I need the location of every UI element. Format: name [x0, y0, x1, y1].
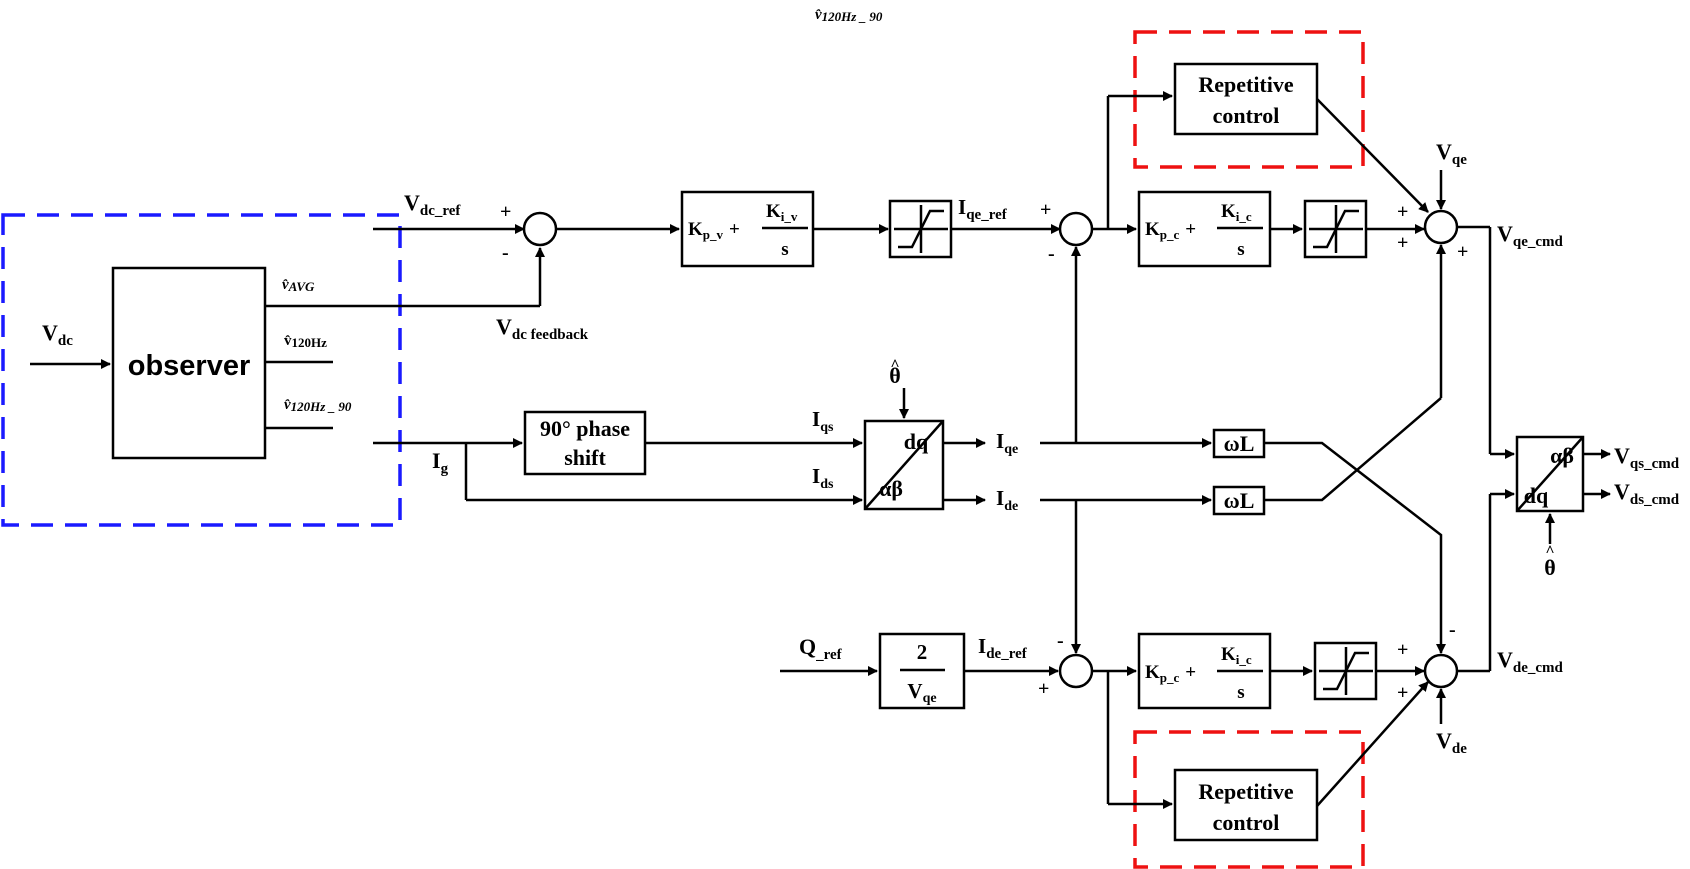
repetitive-q-group-outline: [1133, 30, 1365, 169]
ide-ref-label: Ide_ref: [978, 634, 1028, 662]
v-120hz-label: v̂120Hz: [284, 333, 327, 350]
observer-group-outline: [1, 213, 402, 527]
pi-voltage-den: s: [781, 239, 788, 260]
vdc-feedback-label: Vdc feedback: [496, 314, 589, 343]
pi-current-d-kp: Kp_c+: [1145, 662, 1196, 685]
vde-ff-label: Vde: [1436, 728, 1467, 757]
vds-cmd-label: Vds_cmd: [1614, 479, 1680, 508]
sum-q-minus: -: [1048, 243, 1055, 265]
sum1-plus: +: [500, 201, 511, 223]
repetitive-d-line2: control: [1213, 810, 1280, 835]
pi-current-d-ki: Ki_c: [1221, 644, 1252, 667]
sum-d-plus: +: [1038, 678, 1049, 700]
observer-block: [111, 266, 267, 460]
omega-l-d-label: ωL: [1224, 488, 1255, 513]
sum-vq-plus3: +: [1457, 241, 1468, 263]
pi-current-q-kp: Kp_c+: [1145, 219, 1196, 242]
pi-voltage-kp: Kp_v+: [688, 219, 740, 242]
ids-label: Ids: [812, 464, 834, 492]
phase-shift-line2: shift: [564, 445, 606, 470]
sum-vd-minus: -: [1449, 619, 1456, 641]
repetitive-control-q: [1173, 62, 1319, 136]
sum-vq-plus2: +: [1397, 232, 1408, 254]
park-dq-label: dq: [904, 429, 929, 454]
vde-cmd-label: Vde_cmd: [1497, 647, 1564, 676]
d-current-summing-junction: [1058, 653, 1094, 689]
vdc-ref-label: Vdc_ref: [404, 190, 461, 219]
vqe-ff-label: Vqe: [1436, 139, 1467, 168]
v-120hz-90-label: v̂120Hz _ 90: [284, 397, 352, 414]
ig-label: Ig: [432, 448, 449, 477]
sum-d-minus: -: [1057, 630, 1064, 652]
repetitive-control-d: [1173, 768, 1319, 842]
theta-hat-caret-bottom: ^: [1545, 543, 1554, 560]
pi-voltage-ki: Ki_v: [766, 201, 798, 224]
voltage-summing-junction: [522, 211, 558, 247]
v-avg-label: v̂AVG: [282, 277, 315, 294]
theta-hat-label-bottom: θ: [1544, 555, 1555, 580]
gain-num: 2: [917, 640, 928, 664]
pi-current-q-ki: Ki_c: [1221, 201, 1252, 224]
q-ref-label: Q_ref: [799, 634, 843, 663]
sum-vd-plus1: +: [1397, 639, 1408, 661]
vqe-cmd-label: Vqe_cmd: [1497, 221, 1564, 250]
vd-summing-junction: [1423, 653, 1459, 689]
sum-vq-plus1: +: [1397, 201, 1408, 223]
sum-vd-plus2: +: [1397, 682, 1408, 704]
sum1-minus: -: [502, 242, 509, 264]
repetitive-q-line2: control: [1213, 103, 1280, 128]
vqs-cmd-label: Vqs_cmd: [1614, 443, 1680, 472]
theta-hat-label-top: θ: [889, 363, 900, 388]
header-label: v̂120Hz _ 90: [815, 7, 883, 24]
gain-den: Vqe: [907, 679, 936, 706]
inv-park-dq-label: dq: [1524, 483, 1549, 508]
park-ab-label: αβ: [879, 476, 903, 501]
iqs-label: Iqs: [812, 407, 834, 435]
omega-l-block-d: [1212, 485, 1266, 516]
pi-current-d-den: s: [1237, 682, 1244, 703]
sum-q-plus: +: [1040, 199, 1051, 221]
phase-shift-line1: 90° phase: [540, 416, 630, 441]
q-current-summing-junction: [1058, 211, 1094, 247]
pi-current-q-den: s: [1237, 239, 1244, 260]
omega-l-q-label: ωL: [1224, 431, 1255, 456]
repetitive-d-group-outline: [1133, 730, 1365, 869]
repetitive-d-line1: Repetitive: [1198, 779, 1294, 804]
theta-hat-caret-top: ^: [890, 357, 899, 374]
iqe-label: Iqe: [996, 429, 1018, 457]
observer-label: observer: [128, 350, 251, 382]
phase-shift-block: [523, 410, 647, 476]
vq-summing-junction: [1423, 209, 1459, 245]
vdc-input-label: Vdc: [42, 320, 73, 349]
repetitive-q-line1: Repetitive: [1198, 72, 1294, 97]
ide-label: Ide: [996, 486, 1018, 514]
iqe-ref-label: Iqe_ref: [958, 195, 1008, 223]
inv-park-ab-label: αβ: [1550, 443, 1574, 468]
